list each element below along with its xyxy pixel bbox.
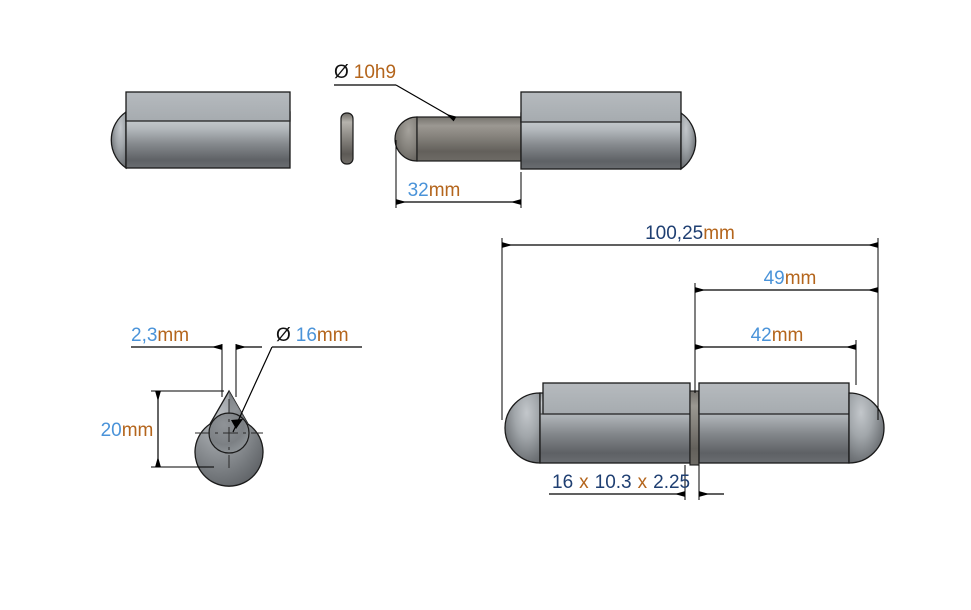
dim20-text: 20mm: [101, 420, 154, 441]
pin-protrusion-dimension: 32mm: [395, 140, 522, 208]
pin-shaft: [416, 116, 522, 162]
washer-edge-view: [340, 112, 354, 165]
right-leaf-length-dimension: 49mm: [694, 268, 878, 393]
dim49-text: 49mm: [764, 268, 817, 289]
dia16-leader-line: [232, 346, 273, 433]
assembly-end-cap-right: [848, 392, 885, 464]
leaf-end-cap: [110, 110, 127, 170]
dim23-text: 2,3mm: [131, 325, 189, 346]
hinge-leaf-side-view: [110, 91, 291, 170]
full-assembly-side-view: [504, 382, 885, 466]
leaf-weld-flange: [125, 91, 291, 122]
pin-diameter-leader-line: [395, 84, 457, 122]
assembly-end-cap-left: [504, 392, 541, 464]
right-leaf-flange-length-dimension: 42mm: [695, 325, 857, 385]
washer-disc: [340, 112, 354, 165]
assembly-flange-left: [542, 382, 691, 415]
leaf-end-cap-right: [680, 111, 697, 171]
hinge-leaf-with-pin-view: [394, 91, 697, 171]
assembly-flange-right: [698, 382, 850, 415]
dia16-leader-arrow: [231, 419, 243, 429]
dim32-text: 32mm: [408, 180, 461, 201]
teardrop-cross-section-view: [194, 389, 264, 487]
assembly-overall-length-dimension: 100,25mm: [501, 223, 879, 420]
pin-nose-cap: [394, 116, 418, 162]
dim42-text: 42mm: [751, 325, 804, 346]
section-overall-height-dimension: 20mm: [101, 390, 224, 468]
dim10025-text: 100,25mm: [645, 223, 735, 244]
leaf-weld-flange-right: [520, 91, 682, 123]
assembly-knuckle-washer: [689, 390, 700, 466]
weld-tip-thickness-dimension: 2,3mm: [131, 325, 262, 397]
